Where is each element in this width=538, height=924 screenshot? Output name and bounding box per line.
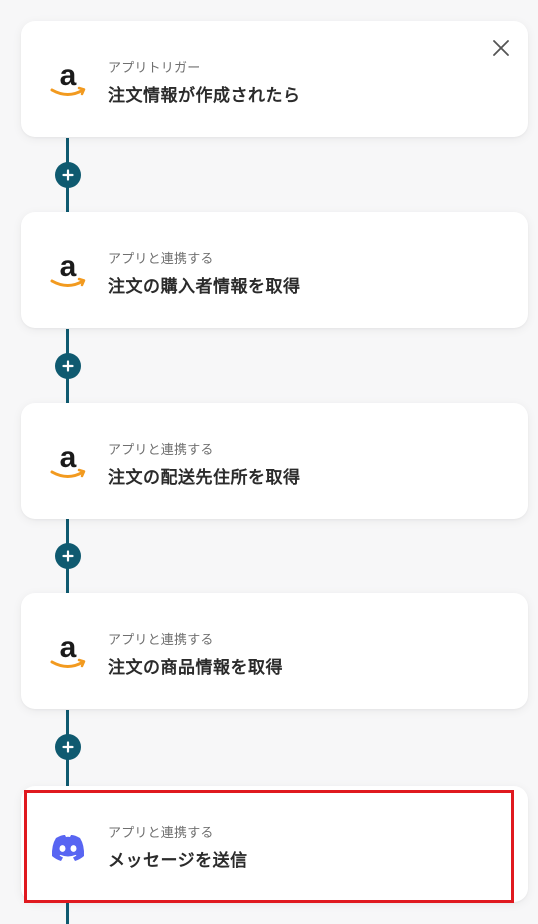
step-card-shipping-address[interactable]: a アプリと連携する 注文の配送先住所を取得 [21,403,528,519]
step-caption: アプリと連携する [108,443,214,458]
step-title: 注文の商品情報を取得 [108,658,283,678]
connector-line [66,903,69,924]
plus-icon [62,360,74,372]
step-card-trigger[interactable]: a アプリトリガー 注文情報が作成されたら [21,21,528,137]
amazon-logo-icon: a [50,250,86,287]
plus-icon [62,550,74,562]
step-title: メッセージを送信 [108,851,248,871]
plus-icon [62,741,74,753]
step-title: 注文情報が作成されたら [108,86,301,106]
step-caption: アプリと連携する [108,826,214,841]
plus-icon [62,169,74,181]
step-card-send-message[interactable]: アプリと連携する メッセージを送信 [21,786,528,902]
add-step-button[interactable] [55,543,81,569]
step-caption: アプリトリガー [108,61,201,76]
amazon-logo-icon: a [50,631,86,668]
amazon-logo-icon: a [50,441,86,478]
add-step-button[interactable] [55,162,81,188]
step-card-buyer-info[interactable]: a アプリと連携する 注文の購入者情報を取得 [21,212,528,328]
svg-text:a: a [60,250,77,283]
svg-text:a: a [60,441,77,474]
svg-text:a: a [60,631,77,664]
amazon-logo-icon: a [50,59,86,96]
add-step-button[interactable] [55,353,81,379]
step-title: 注文の配送先住所を取得 [108,468,301,488]
svg-text:a: a [60,59,77,92]
add-step-button[interactable] [55,734,81,760]
step-caption: アプリと連携する [108,252,214,267]
discord-logo-icon [51,834,85,861]
step-card-product-info[interactable]: a アプリと連携する 注文の商品情報を取得 [21,593,528,709]
step-title: 注文の購入者情報を取得 [108,277,301,297]
step-caption: アプリと連携する [108,633,214,648]
close-icon[interactable] [492,39,510,57]
